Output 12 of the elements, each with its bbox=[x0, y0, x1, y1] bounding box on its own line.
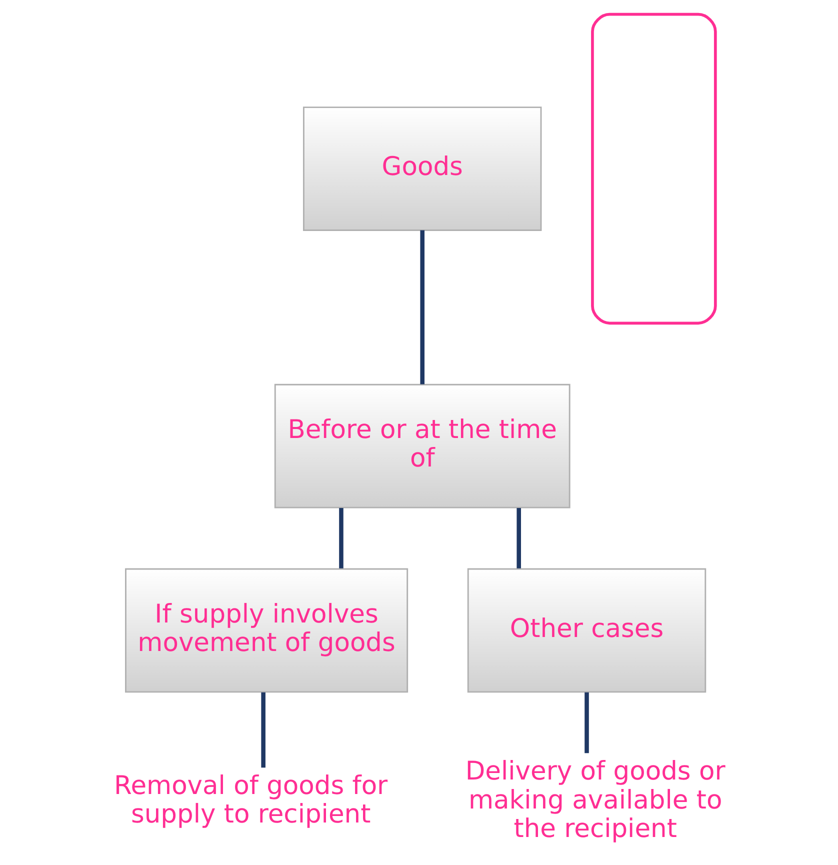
node-box: Other cases bbox=[466, 568, 706, 693]
node-text: Delivery of goods or making available to the recipient bbox=[464, 756, 725, 844]
node-box: Goods bbox=[302, 106, 542, 231]
connector bbox=[260, 692, 265, 768]
node-scroll bbox=[590, 12, 716, 325]
connector bbox=[420, 230, 424, 384]
node-text: Removal of goods for supply to recipient bbox=[113, 771, 388, 830]
connector bbox=[584, 692, 588, 754]
connector bbox=[516, 508, 520, 568]
node-box: If supply involves movement of goods bbox=[124, 568, 408, 693]
connector bbox=[338, 508, 343, 568]
node-box: Before or at the time of bbox=[274, 384, 570, 508]
